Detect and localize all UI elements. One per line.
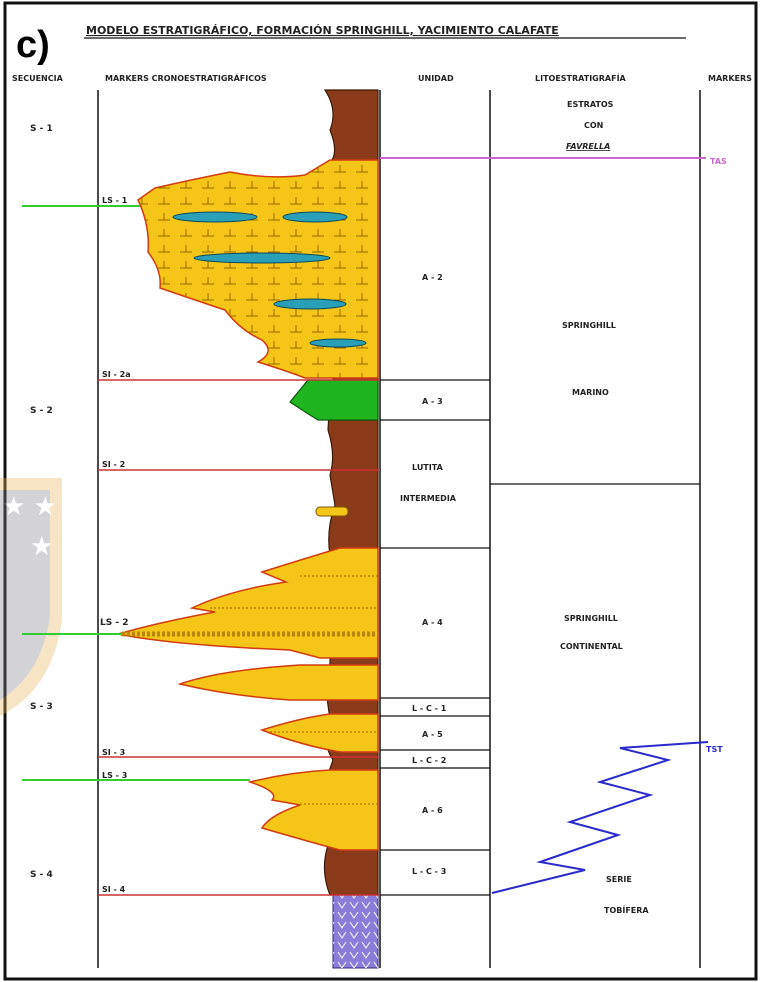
sequence-label: S - 1 — [30, 124, 53, 134]
tas-marker-label: TAS — [710, 157, 727, 166]
marker-label: LS - 1 — [102, 196, 128, 205]
limestone-lens — [172, 211, 258, 223]
limestone-lens — [282, 211, 348, 223]
litho-label: SPRINGHILL — [564, 614, 618, 623]
panel-label: c) — [16, 24, 50, 66]
limestone-lens — [193, 252, 331, 264]
unit-label: LUTITA — [412, 463, 444, 472]
unit-label: A - 2 — [422, 273, 443, 282]
litho-label: MARINO — [572, 388, 609, 397]
litho-label: ESTRATOS — [567, 100, 614, 109]
tuff-unit-pattern — [333, 895, 378, 968]
sequence-label: S - 3 — [30, 702, 53, 712]
header-secuencia: SECUENCIA — [12, 74, 64, 83]
header-markers-crono: MARKERS CRONOESTRATIGRÁFICOS — [105, 72, 267, 83]
outer-frame — [3, 1, 758, 981]
litho-label: TOBÍFERA — [604, 904, 649, 915]
watermark-shield: ★ ★ ★ — [0, 478, 62, 716]
sand-body-a6 — [247, 769, 379, 851]
litho-label: SERIE — [606, 875, 632, 884]
litho-label: CONTINENTAL — [560, 642, 623, 651]
figure-title: MODELO ESTRATIGRÁFICO, FORMACIÓN SPRINGH… — [86, 24, 559, 37]
unit-label: A - 5 — [422, 730, 443, 739]
litho-label: FAVRELLA — [566, 142, 610, 151]
header-unidad: UNIDAD — [418, 74, 454, 83]
unit-label: A - 4 — [422, 618, 443, 627]
unit-label: INTERMEDIA — [400, 494, 457, 503]
glauconite-a3 — [289, 379, 379, 421]
unit-label: A - 3 — [422, 397, 443, 406]
sand-body-a4-lower — [177, 664, 379, 701]
litho-label: CON — [584, 121, 603, 130]
unit-column — [380, 379, 700, 896]
limestone-lens — [273, 298, 347, 310]
unit-label: A - 6 — [422, 806, 443, 815]
unit-label: L - C - 1 — [412, 704, 447, 713]
tst-zigzag — [491, 741, 709, 894]
header-markers: MARKERS — [708, 74, 752, 83]
marker-label: LS - 3 — [102, 771, 127, 780]
svg-text:★ ★: ★ ★ — [2, 492, 57, 522]
sequence-label: S - 4 — [30, 870, 53, 880]
lithology-log — [117, 89, 379, 969]
header-litoestratigrafia: LITOESTRATIGRAFÍA — [535, 72, 627, 83]
sand-body-a4 — [117, 547, 379, 659]
marker-label: SI - 4 — [102, 885, 126, 894]
tst-marker-label: TST — [706, 745, 723, 754]
marker-label: SI - 2a — [102, 370, 131, 379]
unit-label: L - C - 2 — [412, 756, 446, 765]
limestone-lens — [309, 338, 367, 348]
intermedia-lens — [315, 506, 349, 517]
marker-label: SI - 2 — [102, 460, 125, 469]
svg-text:★: ★ — [30, 532, 53, 562]
marker-label: SI - 3 — [102, 748, 125, 757]
litho-label: SPRINGHILL — [562, 321, 616, 330]
surface-lines — [22, 157, 706, 896]
unit-label: L - C - 3 — [412, 867, 446, 876]
marker-label: LS - 2 — [100, 618, 128, 628]
sand-body-a5 — [259, 713, 379, 753]
sequence-label: S - 2 — [30, 406, 53, 416]
